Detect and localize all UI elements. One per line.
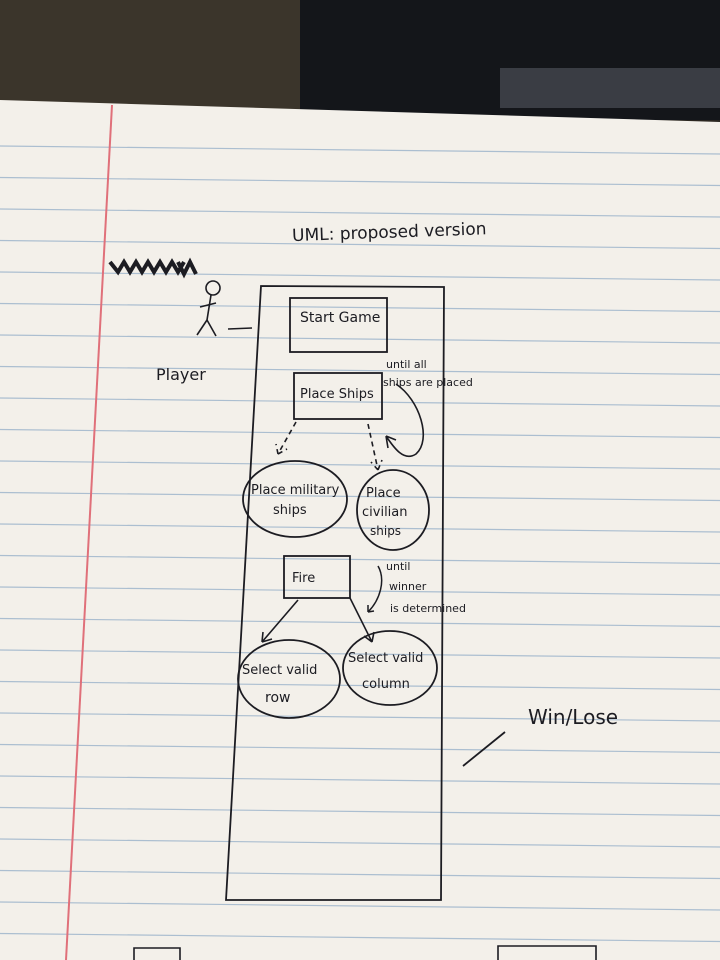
select-row-line1: Select valid [242,663,317,678]
rule-line [0,680,720,691]
bottom-partial-box-left [133,947,181,960]
rule-line [0,743,720,754]
rule-line [0,239,720,250]
select-row-line2: row [265,690,290,706]
rule-lines [0,145,720,943]
civilian-ships-line2: civilian [362,505,408,520]
arrow-to-military [275,421,297,455]
rule-line [0,649,720,659]
desk-surface [0,0,300,110]
rule-line [0,806,720,817]
arrow-to-row [261,599,299,643]
until-ships-note-line1: until all [386,358,427,371]
rule-line [0,712,720,722]
fire-label: Fire [292,571,315,586]
win-lose-label: Win/Lose [528,705,618,729]
rule-line [0,271,720,281]
winner-loop-arrow [367,565,383,613]
select-column-line2: column [362,677,410,692]
select-column-line1: Select valid [348,651,423,666]
start-game-box [289,297,388,353]
arrow-to-civilian [367,423,383,471]
ships-loop-arrow [385,383,425,458]
rule-line [0,176,720,187]
rule-line [0,428,720,439]
notebook-page [0,100,720,960]
rule-line [0,302,720,313]
actor-stick-figure [196,280,221,337]
rule-line [0,901,720,911]
margin-line [65,104,113,960]
fire-box [283,555,351,599]
rule-line [0,932,720,943]
until-winner-note-line1: until [386,560,410,573]
military-ships-line1: Place military [251,483,340,498]
rule-line [0,460,720,470]
select-column-ellipse [342,630,438,706]
rule-line [0,491,720,502]
actor-label: Player [156,365,206,384]
until-winner-note-line3: is determined [390,602,466,615]
laptop-edge [500,68,720,108]
rule-line [0,775,720,785]
win-lose-line [462,731,506,767]
rule-line [0,617,720,628]
place-ships-label: Place Ships [300,387,374,402]
until-ships-note-line2: ships are placed [383,376,473,389]
rule-line [0,397,720,407]
rule-line [0,869,720,880]
rule-line [0,838,720,848]
until-winner-note-line2: winner [389,580,427,593]
rule-line [0,208,720,218]
civilian-ships-line3: ships [370,524,401,538]
civilian-ships-line1: Place [366,486,401,501]
place-ships-box [293,372,383,420]
scribble [108,257,198,279]
system-boundary [225,285,445,901]
rule-line [0,365,720,376]
rule-line [0,586,720,596]
military-ships-ellipse [242,460,348,538]
military-ships-line2: ships [273,503,307,518]
bottom-partial-box-right [497,945,597,960]
start-game-label: Start Game [300,310,380,326]
rule-line [0,554,720,565]
rule-line [0,145,720,155]
actor-association-line [227,327,253,330]
rule-line [0,334,720,344]
select-row-ellipse [237,639,341,719]
civilian-ships-ellipse [356,469,430,551]
